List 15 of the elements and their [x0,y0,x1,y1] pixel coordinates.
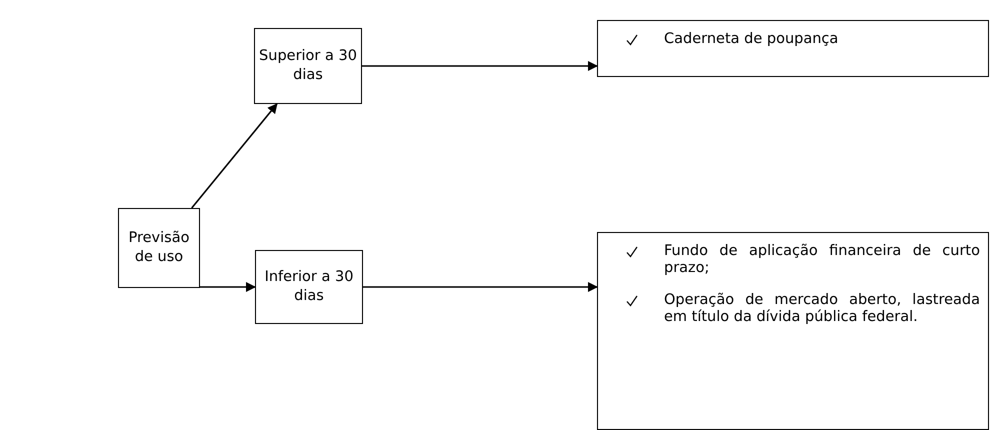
process-box [118,208,200,288]
arrow [362,61,598,71]
arrow [191,103,278,208]
process-box [255,250,363,324]
node-label: Inferior a 30 dias [264,268,354,306]
list-item-text: Caderneta de poupança [664,31,840,48]
list-box [597,232,989,430]
arrow [363,282,598,292]
list-item-text: Operação de mercado aberto, lastreada em título da dívida pública federal. [664,292,980,327]
process-box [254,28,362,104]
list-item-text: Fundo de aplicação financeira de curto prazo; [664,243,980,278]
arrow [200,282,256,292]
list-box [597,20,989,77]
node-label: Superior a 30 dias [259,47,357,85]
node-label: Previsão de uso [128,229,190,267]
